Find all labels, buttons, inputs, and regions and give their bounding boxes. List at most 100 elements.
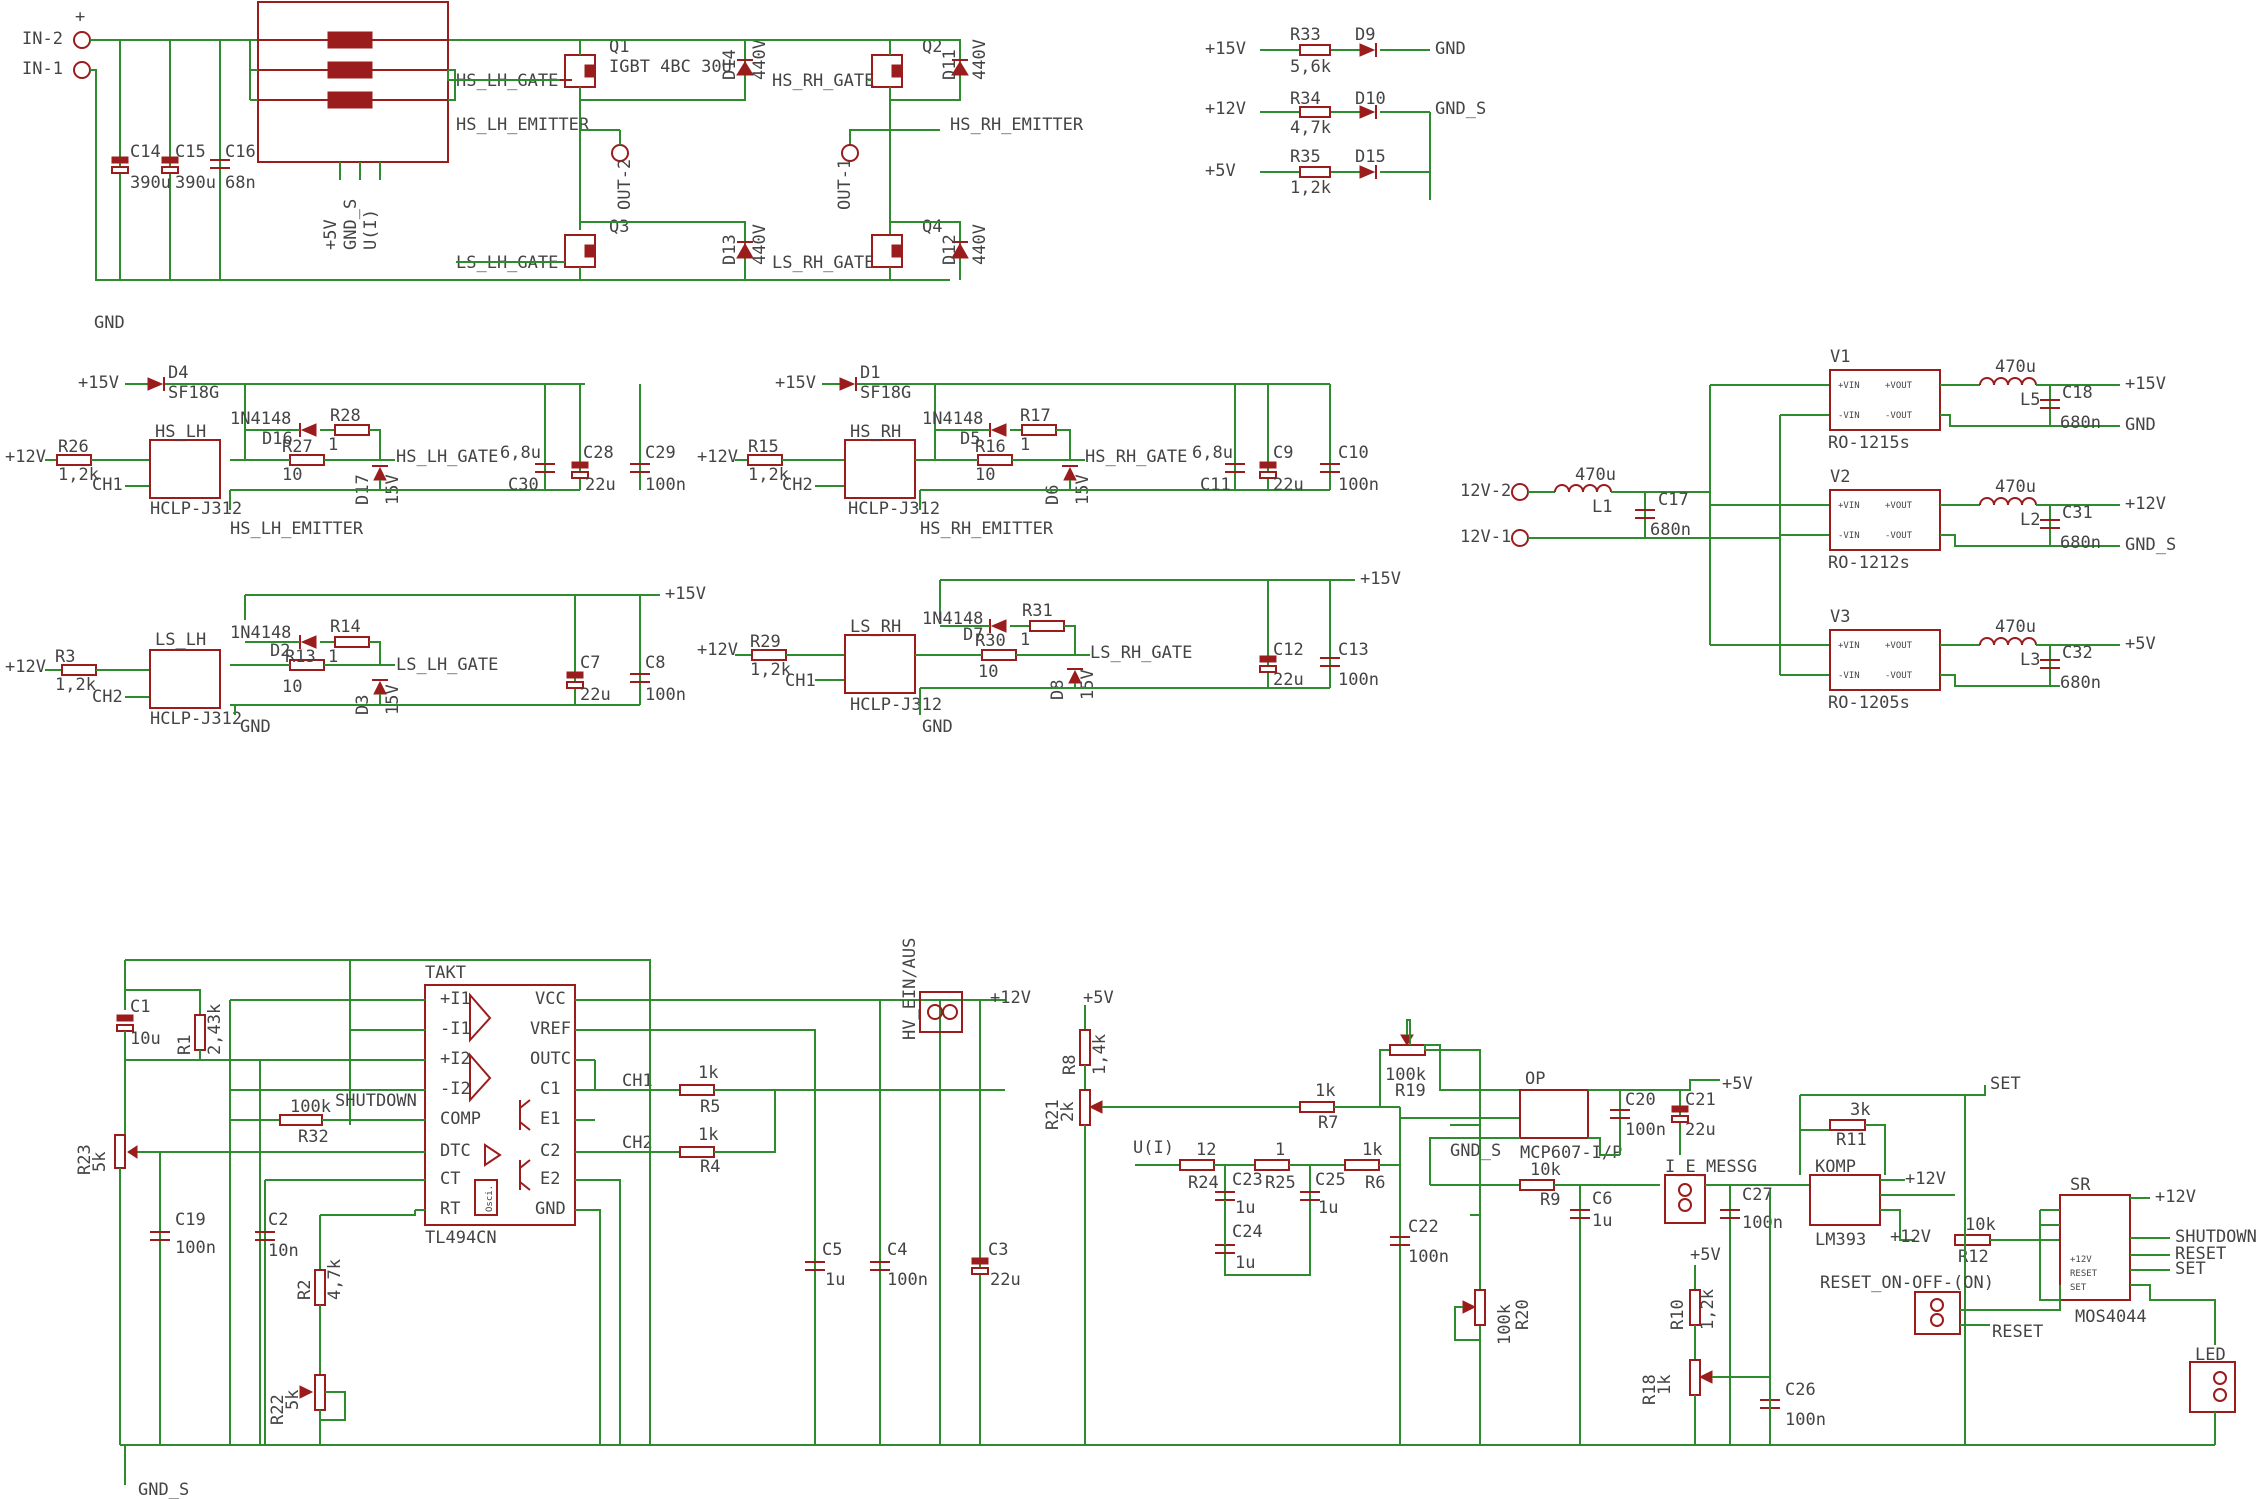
svg-text:C5: C5	[822, 1240, 842, 1260]
svg-text:R3: R3	[55, 647, 75, 667]
cap-c15	[161, 156, 179, 164]
label-led-gnd: GND	[1435, 39, 1466, 59]
svg-text:+VIN: +VIN	[1838, 381, 1860, 391]
svg-text:R17: R17	[1020, 406, 1051, 426]
svg-text:22u: 22u	[990, 1270, 1021, 1290]
label-reset-btn: RESET	[1992, 1322, 2043, 1342]
svg-text:10u: 10u	[130, 1029, 161, 1049]
svg-text:OUTC: OUTC	[530, 1049, 571, 1069]
label-takt: TAKT	[425, 963, 466, 983]
pot-r21	[1079, 1089, 1091, 1126]
svg-text:D14: D14	[720, 49, 740, 80]
svg-text:C1: C1	[130, 997, 150, 1017]
diode-d1	[839, 377, 856, 391]
label-ui: U(I)	[1133, 1138, 1174, 1158]
led-d10	[1359, 105, 1376, 119]
svg-text:D5: D5	[960, 429, 980, 449]
svg-text:HS_LH_GATE: HS_LH_GATE	[396, 447, 498, 467]
optocoupler-ls-rh	[844, 634, 916, 694]
label-sr-set: SET	[2175, 1259, 2206, 1279]
label-led-connector: LED	[2195, 1345, 2226, 1365]
label-ch1-out: CH1	[622, 1071, 653, 1091]
svg-text:HS_LH_EMITTER: HS_LH_EMITTER	[230, 519, 364, 539]
svg-text:DTC: DTC	[440, 1141, 471, 1161]
label-led-12v: +12V	[1205, 99, 1246, 119]
terminal-out2	[611, 144, 629, 162]
label-gnd-s-bottom: GND_S	[138, 1480, 189, 1499]
svg-text:C12: C12	[1273, 640, 1304, 660]
svg-text:R26: R26	[58, 437, 89, 457]
svg-text:C6: C6	[1592, 1189, 1612, 1209]
svg-text:6,8u: 6,8u	[500, 443, 541, 463]
terminal-12v-2	[1511, 483, 1529, 501]
label-hs-rh: HS_RH	[850, 422, 901, 442]
svg-text:1u: 1u	[1318, 1198, 1338, 1218]
svg-text:+VIN: +VIN	[1838, 641, 1860, 651]
label-out-5v: +5V	[2125, 634, 2156, 654]
svg-text:1: 1	[328, 647, 338, 667]
svg-text:C21: C21	[1685, 1090, 1716, 1110]
converter-v3	[1829, 629, 1941, 691]
svg-text:C8: C8	[645, 653, 665, 673]
svg-text:R6: R6	[1365, 1173, 1385, 1193]
resistor-r30	[981, 649, 1017, 661]
svg-text:VREF: VREF	[530, 1019, 571, 1039]
resistor-r34	[1299, 106, 1331, 118]
svg-text:C32: C32	[2062, 643, 2093, 663]
ic-tl494	[424, 984, 576, 1226]
connector-i-e-messg	[1664, 1174, 1706, 1224]
resistor-r28	[334, 424, 370, 436]
label-hs-rh-gate: HS_RH_GATE	[772, 71, 874, 91]
resistor-r9	[1519, 1179, 1555, 1191]
svg-text:+5V: +5V	[1083, 988, 1114, 1008]
svg-text:D16: D16	[262, 429, 293, 449]
label-out-gnd: GND	[2125, 415, 2156, 435]
svg-text:1u: 1u	[1235, 1253, 1255, 1273]
svg-text:C13: C13	[1338, 640, 1369, 660]
svg-text:R12: R12	[1958, 1247, 1989, 1267]
pot-r19	[1389, 1044, 1426, 1056]
svg-text:HCLP-J312: HCLP-J312	[150, 499, 242, 519]
svg-text:C10: C10	[1338, 443, 1369, 463]
svg-text:D2: D2	[270, 641, 290, 661]
svg-text:+5V: +5V	[1690, 1245, 1721, 1265]
svg-text:440V: 440V	[970, 224, 990, 265]
svg-text:GND: GND	[240, 717, 271, 737]
svg-text:470u: 470u	[1995, 357, 2036, 377]
diode-d14	[736, 61, 754, 76]
svg-text:+12V: +12V	[1905, 1169, 1946, 1189]
svg-text:1: 1	[1020, 435, 1030, 455]
label-tl494: TL494CN	[425, 1228, 497, 1248]
pot-r20	[1474, 1289, 1486, 1326]
cap-c3	[971, 1257, 989, 1265]
svg-text:1N4148: 1N4148	[922, 609, 983, 629]
connector-led	[2189, 1361, 2236, 1413]
cap-c12	[1259, 655, 1277, 663]
label-reset-on-off: RESET_ON-OFF-(ON)	[1820, 1273, 1994, 1293]
svg-text:CH2: CH2	[92, 687, 123, 707]
svg-text:C24: C24	[1232, 1222, 1263, 1242]
cap-c28	[571, 461, 589, 469]
label-in1: IN-1	[22, 59, 63, 79]
button-reset[interactable]	[1914, 1291, 1961, 1335]
pot-r23	[114, 1134, 126, 1169]
cap-c14	[111, 156, 129, 164]
label-out1: OUT-1	[835, 159, 855, 210]
svg-text:R9: R9	[1540, 1190, 1560, 1210]
svg-text:1k: 1k	[1655, 1375, 1675, 1395]
cap-c1	[116, 1014, 134, 1022]
svg-text:1,2k: 1,2k	[55, 675, 96, 695]
svg-text:5k: 5k	[90, 1152, 110, 1172]
svg-text:100n: 100n	[1625, 1120, 1666, 1140]
igbt-q1	[560, 54, 596, 88]
svg-text:-VIN: -VIN	[1838, 671, 1860, 681]
svg-text:SET: SET	[2070, 1283, 2087, 1293]
svg-text:E2: E2	[540, 1169, 560, 1189]
svg-text:C2: C2	[540, 1141, 560, 1161]
label-lm393: LM393	[1815, 1230, 1866, 1250]
resistor-r8	[1079, 1029, 1091, 1066]
svg-text:HS_RH_EMITTER: HS_RH_EMITTER	[920, 519, 1054, 539]
